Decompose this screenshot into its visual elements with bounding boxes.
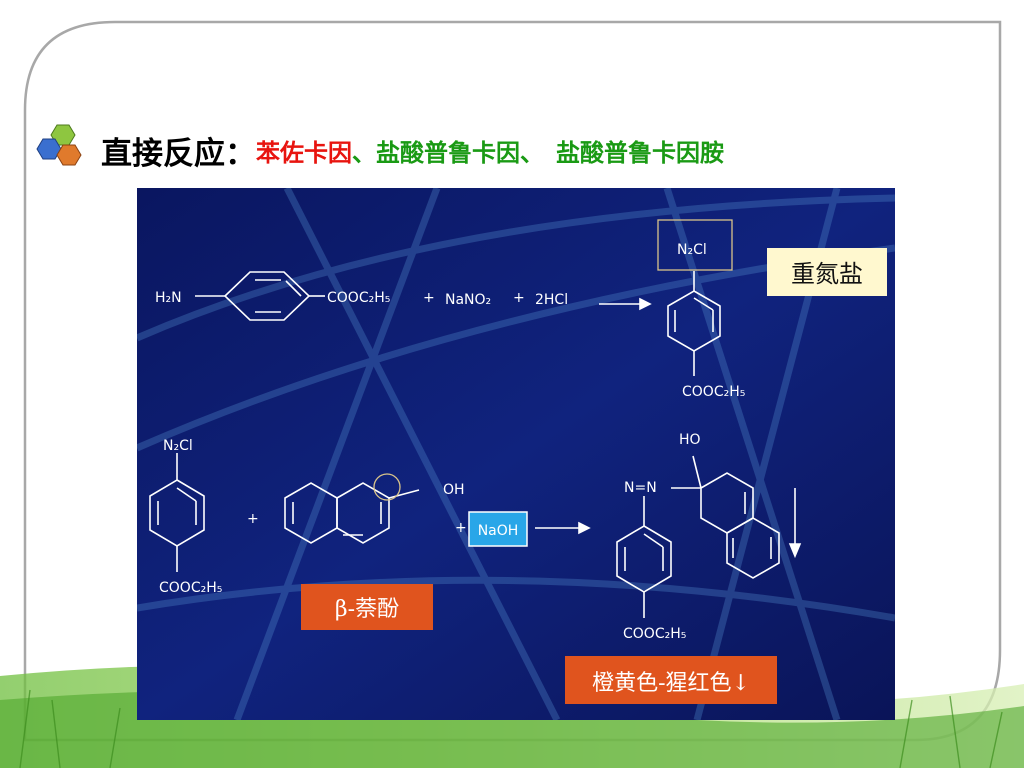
r1-ester-label: COOC₂H₅ — [327, 290, 390, 306]
naoh-label: NaOH — [478, 523, 519, 539]
r1-plus-2: + — [513, 290, 525, 306]
r2-plus-2: + — [455, 520, 467, 536]
r2-plus-1: + — [247, 511, 259, 527]
r2-ester-label: COOC₂H₅ — [159, 580, 222, 596]
slide-title: 直接反应： 苯佐卡因 、 盐酸普鲁卡因、 盐酸普鲁卡因胺 — [35, 120, 724, 180]
background-streaks — [137, 188, 895, 720]
naphthol-oh-label: OH — [443, 482, 465, 498]
r2-diazo-label: N₂Cl — [163, 438, 193, 454]
reaction-scheme-panel: H₂N COOC₂H₅ + NaNO₂ + 2HCl N₂Cl COOC₂H₅ … — [137, 188, 895, 720]
r1-nano2-label: NaNO₂ — [445, 292, 491, 308]
r1-diazo-label: N₂Cl — [677, 242, 707, 258]
azo-naphthol-ring-bottom — [726, 517, 780, 579]
reaction-site-circle — [373, 473, 401, 501]
naoh-badge — [468, 511, 528, 547]
diazo-highlight-box — [657, 219, 733, 271]
title-separator: 、 — [352, 137, 376, 167]
result-color-label: 橙黄色-猩红色↓ — [592, 671, 750, 696]
naphthol-name-badge — [301, 584, 433, 630]
title-drug-procainamide: 盐酸普鲁卡因胺 — [556, 137, 724, 167]
azo-label: N=N — [624, 480, 657, 496]
title-drug-benzocaine: 苯佐卡因 — [256, 137, 352, 167]
naphthol-ring-right — [336, 482, 390, 544]
naphthol-name-label: β-萘酚 — [335, 597, 399, 622]
hexagon-bullet-icon — [36, 124, 82, 166]
r1-plus-1: + — [423, 290, 435, 306]
product-ho-label: HO — [679, 432, 701, 448]
r2-product-ester-label: COOC₂H₅ — [623, 626, 686, 642]
diazonium-salt-label: 重氮盐 — [791, 260, 863, 288]
result-color-badge — [565, 656, 777, 704]
r1-amine-label: H₂N — [155, 290, 182, 306]
title-prefix: 直接反应： — [101, 135, 256, 172]
title-drug-procaine: 盐酸普鲁卡因、 — [376, 137, 544, 167]
r1-hcl-label: 2HCl — [535, 292, 568, 308]
diazonium-salt-badge — [767, 248, 887, 296]
r1-product-ester-label: COOC₂H₅ — [682, 384, 745, 400]
